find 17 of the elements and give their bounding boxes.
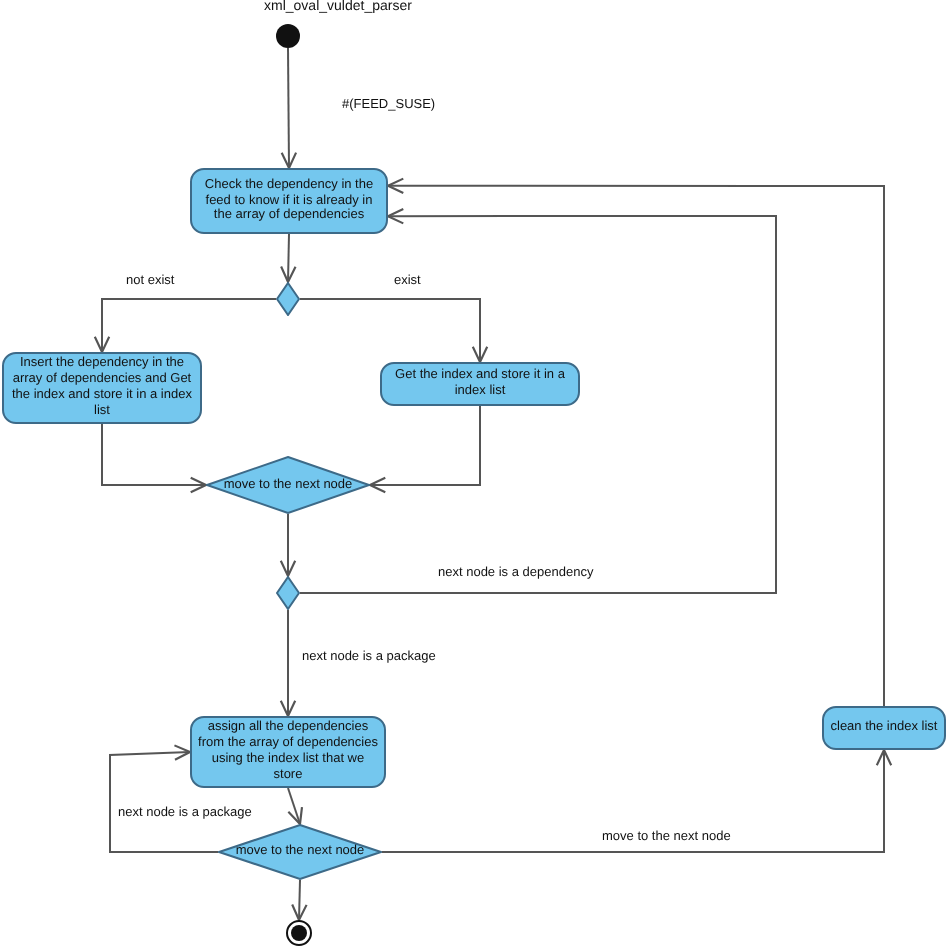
action-box	[190, 168, 388, 234]
arrow	[101, 423, 208, 494]
arrow	[280, 233, 297, 284]
arrow	[93, 298, 277, 354]
arrow	[109, 744, 219, 853]
action-box	[380, 362, 580, 406]
arrow	[368, 405, 481, 494]
arrow	[279, 609, 297, 718]
arrow	[299, 207, 777, 594]
arrow	[279, 513, 297, 578]
arrow	[287, 787, 304, 826]
arrow	[386, 177, 885, 707]
action-box	[822, 706, 946, 750]
arrow	[291, 879, 308, 922]
arrow	[299, 298, 489, 364]
arrow	[381, 748, 893, 853]
arrow	[280, 47, 298, 170]
